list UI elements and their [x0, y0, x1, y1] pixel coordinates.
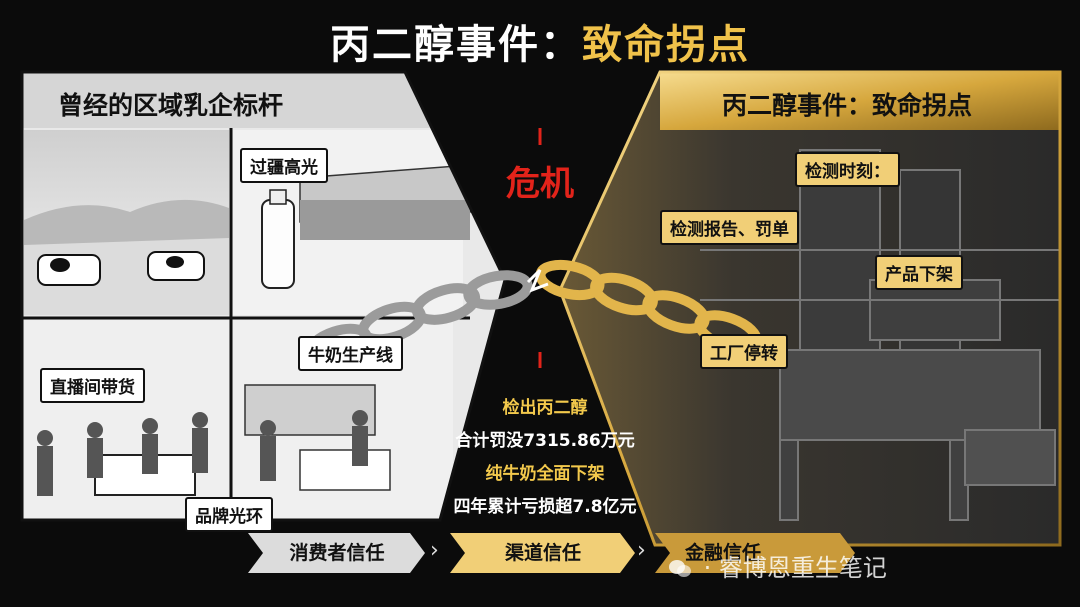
- fact-losses: 四年累计亏损超7.8亿元: [453, 497, 637, 517]
- milk-bottle-icon: [261, 199, 295, 289]
- tag-offshelf: 产品下架: [875, 255, 963, 290]
- wechat-icon: [669, 560, 691, 577]
- trust-consumer: 消费者信任: [289, 542, 385, 564]
- fact-fine: 合计罚没7315.86万元: [455, 431, 635, 451]
- title-part-1: 丙二醇事件：: [330, 22, 582, 68]
- tag-shutdown: 工厂停转: [700, 334, 788, 369]
- trust-finance: 金融信任: [684, 542, 761, 564]
- trust-channel: 渠道信任: [504, 542, 581, 564]
- title-part-2: 致命拐点: [582, 22, 750, 68]
- right-panel-heading: 丙二醇事件：致命拐点: [722, 91, 973, 120]
- crisis-label: 危机: [506, 164, 574, 204]
- tag-livestream: 直播间带货: [40, 368, 145, 403]
- trust-chain-bar: [248, 533, 855, 573]
- dark-factory-scene: [700, 149, 1060, 521]
- tag-milk-line: 牛奶生产线: [298, 336, 403, 371]
- page-title: 丙二醇事件：致命拐点: [0, 12, 1080, 70]
- left-panel-heading: 曾经的区域乳企标杆: [58, 91, 284, 120]
- fact-offshelf: 纯牛奶全面下架: [485, 464, 605, 484]
- facts-list: 检出丙二醇 合计罚没7315.86万元 纯牛奶全面下架 四年累计亏损超7.8亿元: [430, 392, 660, 524]
- right-panel: [560, 72, 1060, 545]
- tag-test-moment: 检测时刻：: [795, 152, 900, 187]
- tag-report: 检测报告、罚单: [660, 210, 799, 245]
- watermark-text: · 睿博恩重生笔记: [703, 554, 887, 582]
- fact-detected: 检出丙二醇: [502, 398, 588, 418]
- watermark: · 睿博恩重生笔记: [668, 548, 1068, 583]
- tag-brand-halo: 品牌光环: [185, 497, 273, 532]
- tag-prime: 过疆高光: [240, 148, 328, 183]
- chevron-right-icon: ›: [637, 538, 646, 563]
- chevron-right-icon: ›: [430, 538, 439, 563]
